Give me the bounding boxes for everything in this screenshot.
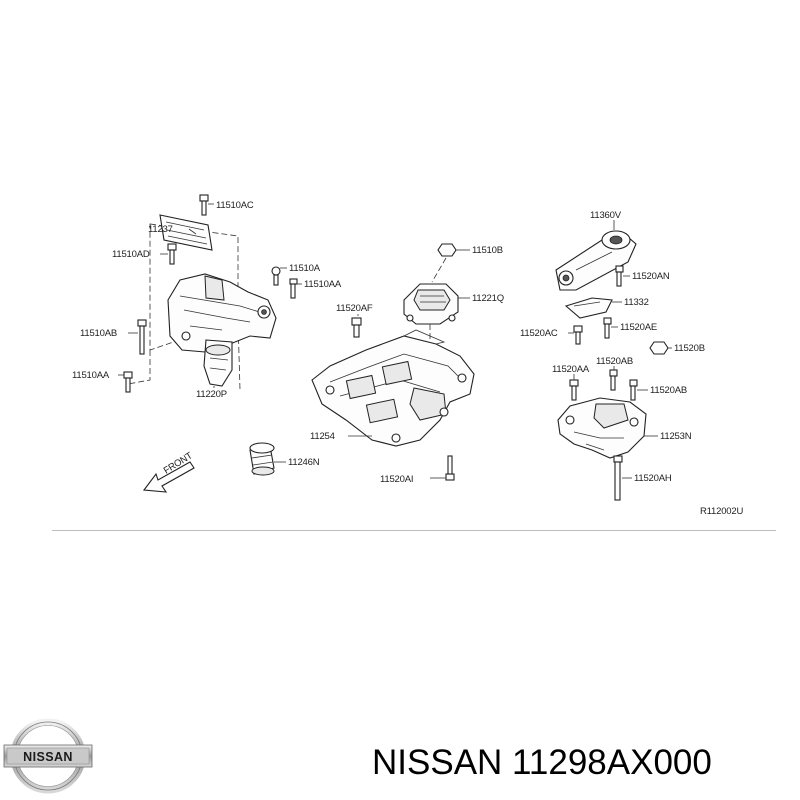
nut-11510B [437,243,457,257]
callout-11510AD: 11510AD [112,249,150,260]
separator-line [52,530,776,531]
callout-11510AA-right: 11510AA [304,279,342,290]
callout-11520AF: 11520AF [336,303,373,314]
bolt-11510A [271,266,281,286]
product-title: NISSAN 11298AX000 [372,743,712,782]
callout-11221Q: 11221Q [472,293,504,304]
bolt-11510AB [137,319,147,355]
callout-11246N: 11246N [288,457,320,468]
callout-11254: 11254 [310,431,335,442]
bolt-11510AD [167,243,177,265]
callout-11220P: 11220P [196,389,227,400]
bushing-11246N [249,442,275,476]
callout-11510AB: 11510AB [80,328,117,339]
callout-11520B: 11520B [674,343,705,354]
front-arrow: FRONT [142,450,195,493]
reference-code: R112002U [700,506,743,517]
callout-11520AB-top: 11520AB [596,356,633,367]
callout-11237: 11237 [148,224,173,235]
center-member-assembly [249,243,475,481]
callout-11520AI: 11520AI [380,474,413,485]
leader-lines [118,203,672,479]
callout-11520AN: 11520AN [632,271,670,282]
callout-11520AB-side: 11520AB [650,385,687,396]
callout-11520AE: 11520AE [620,322,657,333]
callout-11520AA: 11520AA [552,364,590,375]
nissan-logo: NISSAN [3,718,93,794]
callout-11332: 11332 [624,297,649,308]
bolt-11510AC [199,194,209,216]
left-mount-assembly [123,194,298,393]
bolt-11510AA-left [123,371,133,393]
callout-11253N: 11253N [660,431,692,442]
bolt-11510AA-right [289,278,298,299]
callout-11520AH: 11520AH [634,473,672,484]
callout-11520AC: 11520AC [520,328,558,339]
nissan-logo-text: NISSAN [23,750,73,764]
callouts: 11510AC 11237 11510AD 11510A 11510AA 115… [72,200,744,517]
right-mount-assembly [555,230,669,501]
callout-11360V: 11360V [590,210,622,221]
callout-11510A: 11510A [289,263,321,274]
callout-11510AC: 11510AC [216,200,254,211]
callout-11510AA-left: 11510AA [72,370,110,381]
callout-11510B: 11510B [472,245,503,256]
